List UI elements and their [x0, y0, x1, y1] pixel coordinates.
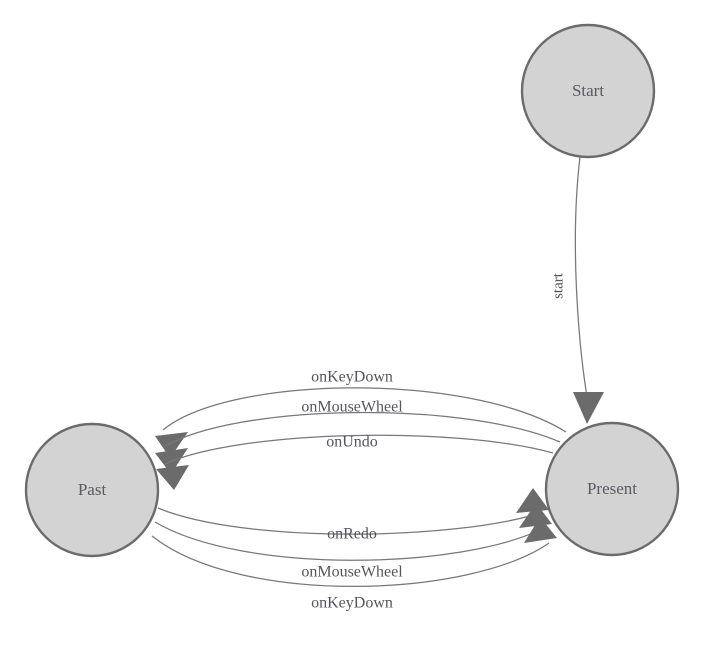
edge-label-past-present-onredo: onRedo [327, 526, 377, 543]
edge-label-present-past-onundo: onUndo [326, 434, 378, 451]
edge-path-present-past-1 [162, 387, 567, 433]
edge-path-past-present-3 [151, 535, 550, 587]
edge-label-past-present-onmousewheel: onMouseWheel [301, 564, 403, 581]
edge-past-to-present-onkeydown[interactable] [151, 517, 557, 587]
node-present-label: Present [587, 479, 637, 498]
node-past[interactable]: Past [24, 422, 160, 558]
edge-label-start: start [550, 272, 566, 299]
edge-label-present-past-onmousewheel: onMouseWheel [301, 399, 403, 416]
edge-start-to-present[interactable]: start [550, 156, 604, 424]
arrowhead-start-present [573, 392, 604, 424]
node-past-label: Past [78, 480, 107, 499]
node-present[interactable]: Present [544, 421, 680, 557]
edge-path-start-present [574, 156, 588, 398]
edge-path-present-past-3 [164, 434, 554, 465]
arrowhead-past-present-3 [524, 517, 557, 543]
edge-present-to-past-onundo[interactable] [156, 434, 554, 490]
edge-label-past-present-onkeydown: onKeyDown [311, 595, 393, 612]
node-present-circle [544, 421, 680, 557]
edge-path-past-present-1 [157, 507, 541, 535]
node-past-circle [24, 422, 160, 558]
edge-label-present-past-onkeydown: onKeyDown [311, 369, 393, 386]
node-start-circle [520, 23, 656, 159]
arrowhead-present-past-3 [156, 465, 189, 490]
edge-path-past-present-2 [154, 521, 545, 561]
arrowhead-past-present-1 [516, 488, 549, 513]
node-start-label: Start [572, 81, 604, 100]
edge-path-present-past-2 [163, 411, 561, 448]
edge-past-to-present-onredo[interactable] [157, 488, 549, 535]
node-start[interactable]: Start [520, 23, 656, 159]
